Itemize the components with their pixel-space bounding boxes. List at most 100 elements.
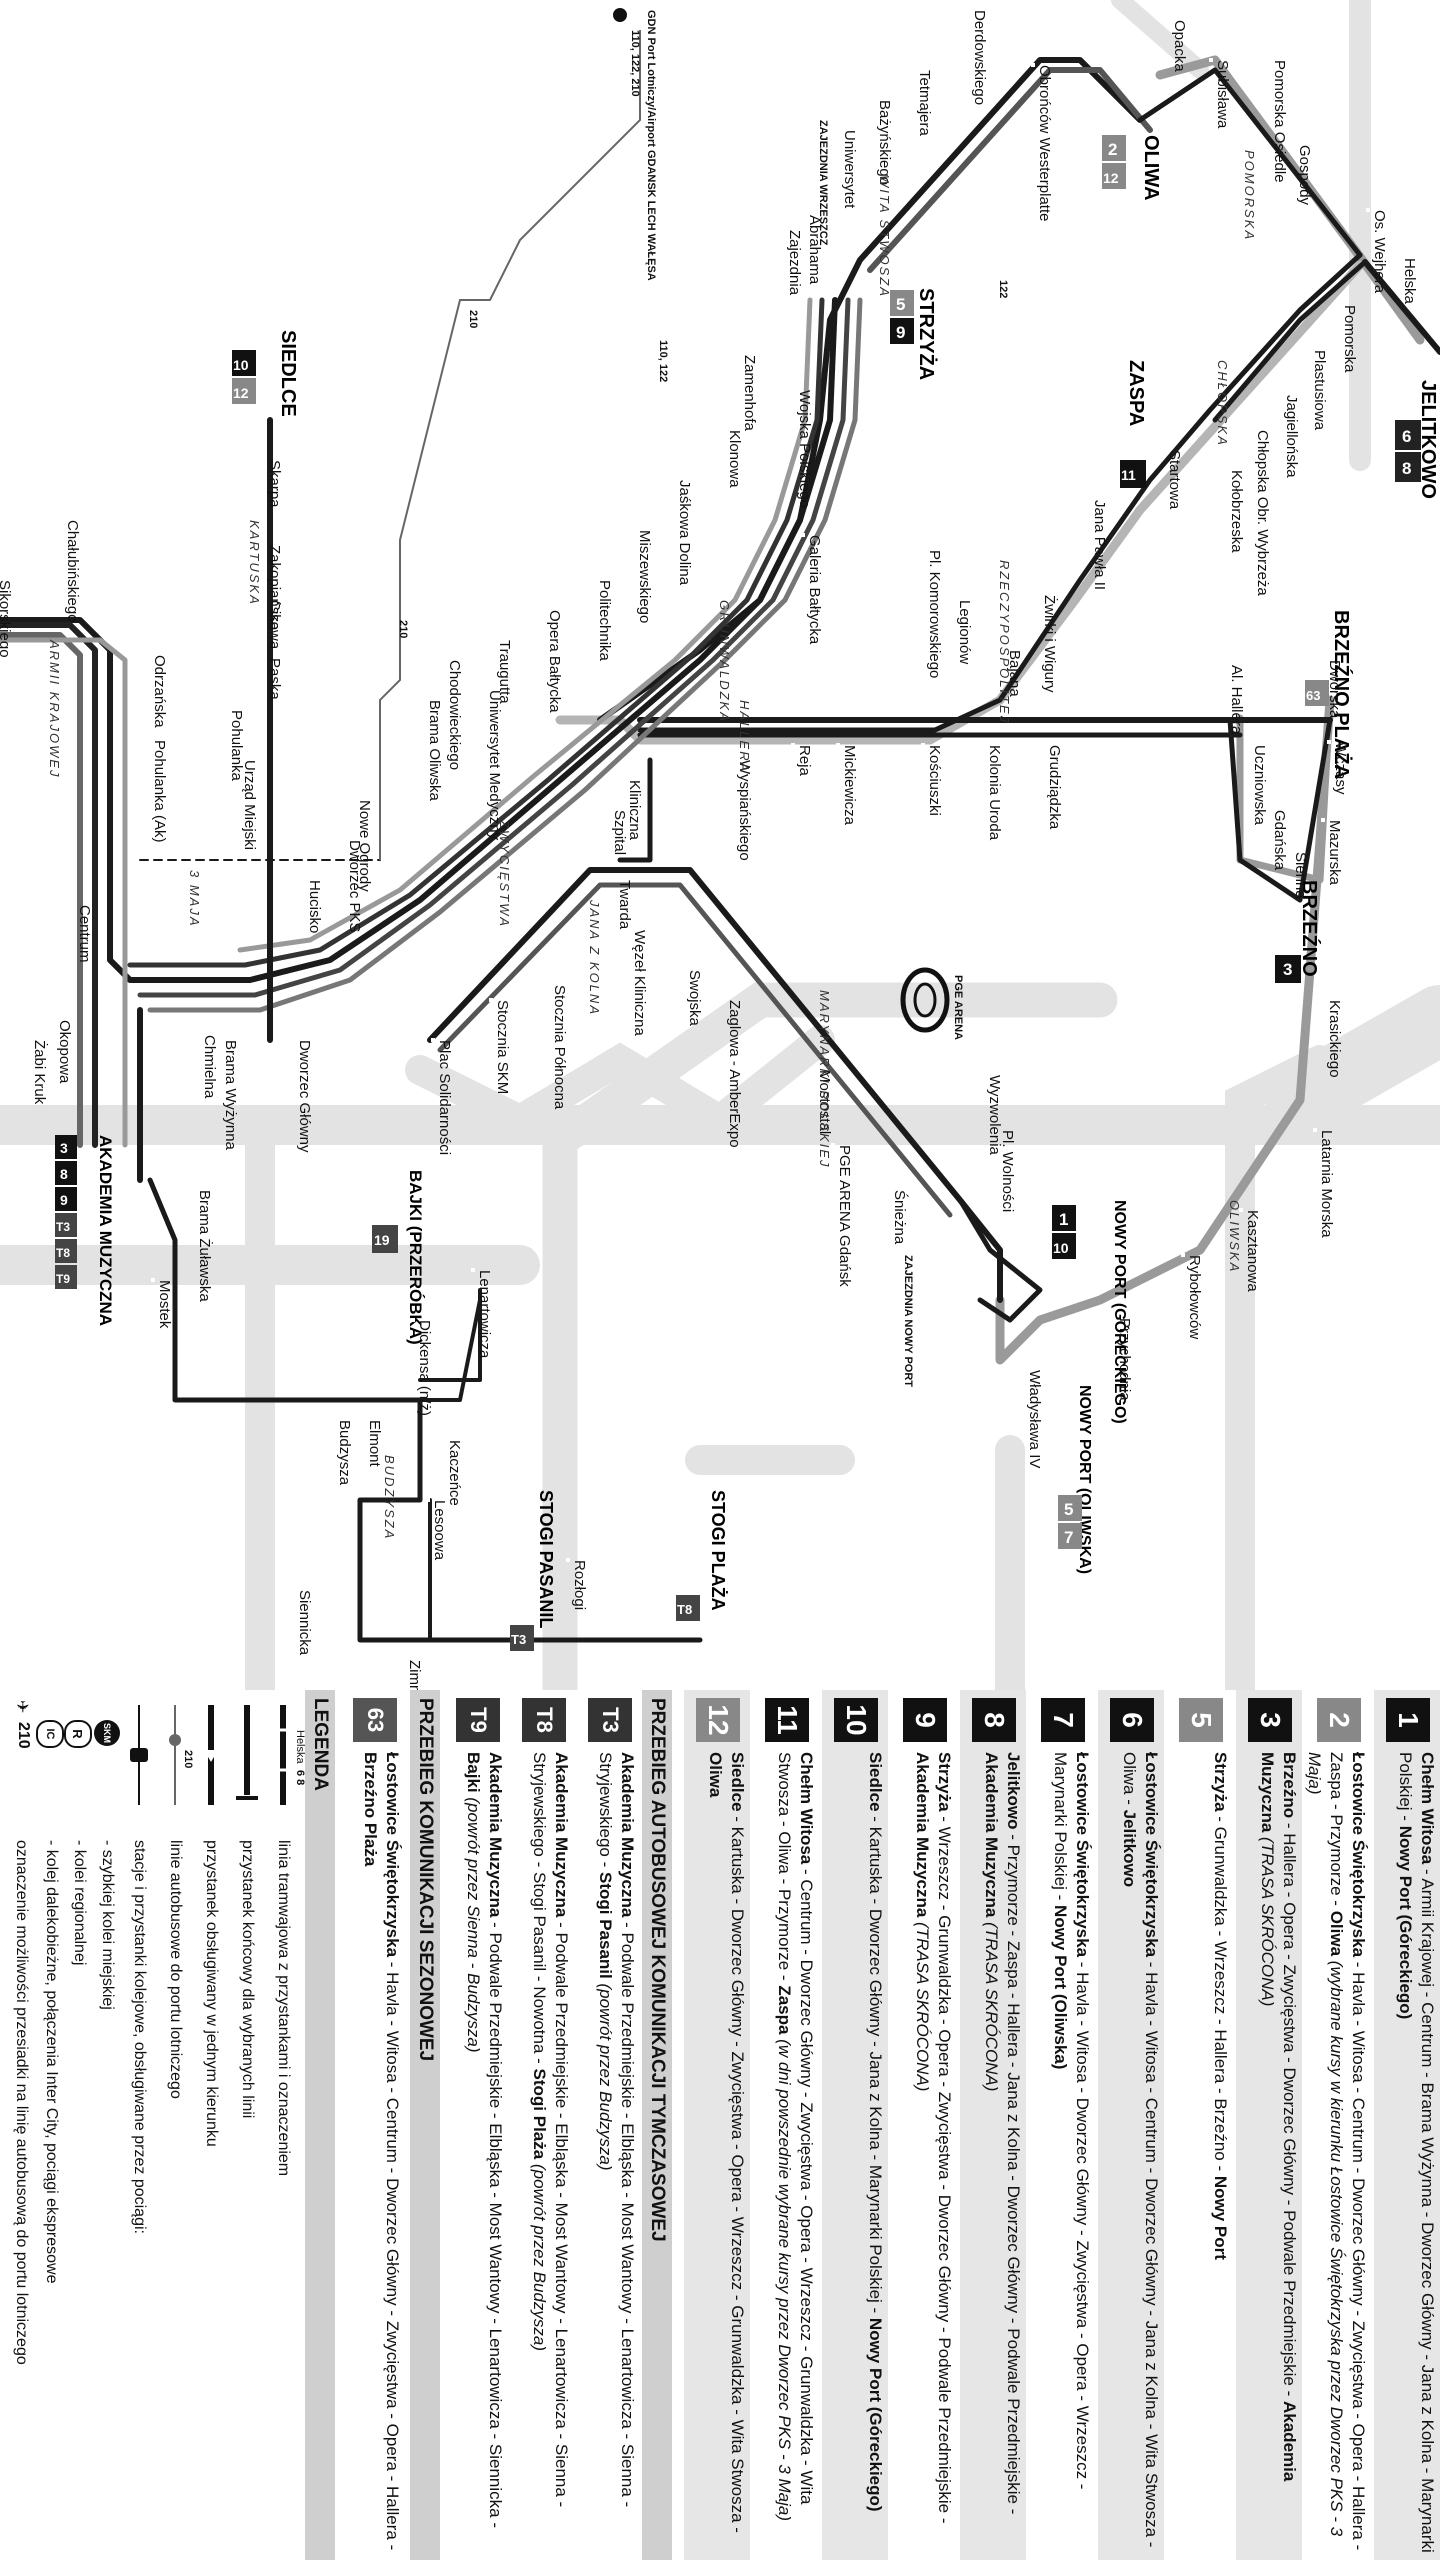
stop-marker xyxy=(921,743,925,747)
stop-marker xyxy=(291,1588,295,1592)
street-label: ARMII KRAJOWEJ xyxy=(47,639,62,779)
stop-label: Pomorska Osiedle xyxy=(1271,60,1288,183)
svg-text:BAJKI (PRZERÓBKA): BAJKI (PRZERÓBKA) xyxy=(406,1170,425,1345)
svg-text:7: 7 xyxy=(1064,1528,1073,1547)
stop-label: Wojska Polskiego xyxy=(796,390,813,508)
stop-label: Legionów xyxy=(956,600,973,664)
stop-label: Elmont xyxy=(366,1420,383,1468)
svg-text:11: 11 xyxy=(1121,467,1136,483)
street-label: ZWYCIĘSTWA xyxy=(497,819,512,928)
stop-label: Brama Żuławska xyxy=(196,1190,214,1302)
stop-label: Zakopiańska xyxy=(266,545,283,631)
stop-marker xyxy=(1336,303,1340,307)
stop-marker xyxy=(1321,818,1325,822)
line-route-text: Chełm Witosa - Centrum - Dworzec Główny … xyxy=(773,1752,817,2556)
stop-label: Kościuszki xyxy=(926,745,943,816)
line-route-text: Siedlce - Kartuska - Dworzec Główny - Zw… xyxy=(704,1752,748,2556)
line-number-badge: T9 xyxy=(456,1698,500,1742)
street-label: POMORSKA xyxy=(1242,150,1257,241)
stop-marker xyxy=(791,388,795,392)
stop-marker xyxy=(441,658,445,662)
seasonal-line-row: 63Łostowice Świętokrzyska - Havla - Wito… xyxy=(341,1690,405,2560)
stop-label: Opera Bałtycka xyxy=(546,610,563,713)
svg-text:1: 1 xyxy=(1059,1210,1068,1229)
stop-label: Chłopska Obr. Wybrzeża xyxy=(1254,430,1271,596)
stop-marker xyxy=(546,983,550,987)
stop-label: Węzeł Kliniczna xyxy=(631,930,648,1037)
line-number-badge: 8 xyxy=(972,1698,1016,1742)
stop-marker xyxy=(1246,743,1250,747)
legend-bus-code-2: 210 xyxy=(14,1722,32,1749)
stop-marker xyxy=(811,1068,815,1072)
line-route-text: Siedlce - Kartuska - Dworzec Główny - Ja… xyxy=(864,1752,886,2556)
stop-label: Bażyńskiego xyxy=(876,100,893,185)
svg-text:12: 12 xyxy=(1103,170,1119,186)
airport-lines: 110, 122, 210 xyxy=(629,30,641,97)
svg-text:T3: T3 xyxy=(56,1220,70,1234)
depot-label: ZAJEZDNIA NOWY PORT xyxy=(902,1255,914,1387)
stop-label: Wyzwolenia xyxy=(986,1075,1003,1156)
stop-label: Miszewskiego xyxy=(636,530,653,623)
svg-text:STRZYŻA: STRZYŻA xyxy=(915,288,938,380)
stop-label: Kasztanowa xyxy=(1244,1210,1261,1292)
stop-marker xyxy=(146,738,150,742)
stop-label: Subisława xyxy=(1214,60,1231,129)
stop-label: Zajezdnia xyxy=(786,230,803,296)
svg-text:3: 3 xyxy=(60,1140,68,1156)
stop-label: Swojska xyxy=(686,970,703,1027)
stop-marker xyxy=(411,1318,415,1322)
stop-marker xyxy=(1031,63,1035,67)
street-label: RZECZYPOSPOLITEJ xyxy=(997,560,1012,724)
stop-label: Plac Solidarności xyxy=(436,1040,453,1155)
stop-marker xyxy=(611,878,615,882)
airport-block: GDN Port Lotniczy/Airport GDANSK LECH WA… xyxy=(613,8,657,281)
one-direction-symbol xyxy=(196,1700,226,1810)
badge-oliwa: OLIWA 2 12 xyxy=(1102,135,1162,201)
stop-label: Chmielna xyxy=(201,1035,218,1099)
stop-label: Pohulanka (Ak) xyxy=(151,740,168,843)
stop-label: Przychodnia xyxy=(1116,1318,1133,1401)
line-row: 11Chełm Witosa - Centrum - Dworzec Główn… xyxy=(753,1690,819,2560)
stop-marker xyxy=(1327,740,1331,744)
stop-marker xyxy=(801,213,805,217)
stop-label: Os. Wejhera xyxy=(1371,210,1388,294)
stop-label: Uniwersytet xyxy=(841,130,858,209)
stop-marker xyxy=(951,598,955,602)
stop-label: Dworzec PKS xyxy=(346,840,363,933)
svg-text:63: 63 xyxy=(1306,688,1320,703)
stop-label: Centrum xyxy=(76,905,93,963)
stop-marker xyxy=(471,1268,475,1272)
stop-label: Derdowskiego xyxy=(971,10,988,105)
stop-label: Lenartowicza xyxy=(476,1270,493,1359)
legend-rotated: 1Chełm Witosa - Armii Krajowej - Centrum… xyxy=(0,1690,1440,2560)
stop-marker xyxy=(71,903,75,907)
stop-label: Uczniowska xyxy=(1251,745,1268,826)
stop-label: Plastusiowa xyxy=(1311,350,1328,431)
stop-marker xyxy=(1209,58,1213,62)
stop-label: Odrzańska xyxy=(151,655,168,728)
stop-marker xyxy=(631,528,635,532)
tram-routes xyxy=(0,60,1440,1640)
stop-label: Obrońców Westerplatte xyxy=(1036,65,1053,221)
line-number-badge: 12 xyxy=(696,1698,740,1742)
stop-label: Władysława IV xyxy=(1026,1370,1043,1468)
line-row: 7Łostowice Świętokrzyska - Havla - Witos… xyxy=(1029,1690,1095,2560)
svg-text:5: 5 xyxy=(896,295,905,314)
bus-code: 210 xyxy=(467,310,479,328)
stop-label: Gdańska xyxy=(1271,810,1288,871)
stop-label: Okopowa xyxy=(56,1020,73,1084)
stop-marker xyxy=(1161,448,1165,452)
svg-text:3: 3 xyxy=(1283,960,1292,979)
stop-marker xyxy=(1036,593,1040,597)
line-number-badge: 2 xyxy=(1317,1698,1361,1742)
stop-marker xyxy=(1041,743,1045,747)
stop-marker xyxy=(1111,1316,1115,1320)
line-number-badge: T8 xyxy=(522,1698,566,1742)
stop-marker xyxy=(59,518,63,522)
stop-marker xyxy=(421,698,425,702)
svg-text:SIEDLCE: SIEDLCE xyxy=(277,330,299,417)
line-number-badge: 5 xyxy=(1179,1698,1223,1742)
stop-marker xyxy=(1249,428,1253,432)
stop-label: Klonowa xyxy=(726,430,743,488)
stop-label: Brama Wyżynna xyxy=(222,1040,239,1151)
